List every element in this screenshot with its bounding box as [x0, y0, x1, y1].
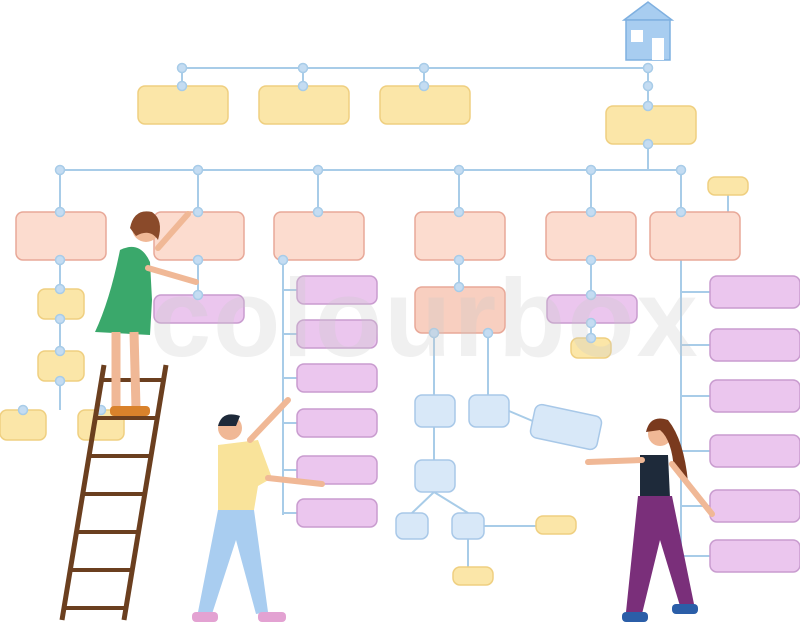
purple-page-box	[709, 489, 800, 523]
purple-page-box	[296, 455, 378, 485]
person-arm	[669, 461, 715, 517]
person-dress	[95, 246, 152, 335]
connector-node	[192, 164, 204, 176]
yellow-page-box	[707, 176, 749, 196]
yellow-page-box	[452, 566, 494, 586]
connector-node	[585, 289, 597, 301]
connector-node	[54, 254, 66, 266]
connector-node	[675, 164, 687, 176]
blue-page-box	[414, 394, 456, 428]
person-shoes	[192, 612, 218, 622]
person-arm	[155, 211, 191, 251]
house-door	[652, 38, 664, 60]
person-top	[640, 455, 670, 498]
person-arm	[247, 397, 291, 443]
yellow-page-box	[605, 105, 697, 145]
connector-node	[482, 327, 494, 339]
purple-page-box	[296, 408, 378, 438]
connector-node	[453, 254, 465, 266]
blue-page-box	[468, 394, 510, 428]
connector-node	[453, 281, 465, 293]
connector-node	[297, 62, 309, 74]
ladder-rail	[121, 364, 169, 621]
yellow-page-box	[137, 85, 229, 125]
peach-page-box	[414, 286, 506, 334]
connector-node	[277, 254, 289, 266]
connector-node	[585, 164, 597, 176]
connector-node	[585, 206, 597, 218]
person-arm	[585, 457, 645, 465]
connector-node	[176, 62, 188, 74]
peach-page-box	[414, 211, 506, 261]
connector-node	[54, 206, 66, 218]
house-window	[631, 30, 643, 42]
purple-page-box	[709, 275, 800, 309]
connector-node	[192, 289, 204, 301]
person-arm	[145, 265, 199, 285]
purple-page-box	[296, 363, 378, 393]
connector-line	[411, 491, 435, 514]
connector-node	[312, 164, 324, 176]
connector-node	[453, 206, 465, 218]
connector-node	[675, 206, 687, 218]
connector-node	[176, 80, 188, 92]
connector-node	[54, 375, 66, 387]
blue-page-box	[451, 512, 485, 540]
peach-page-box	[273, 211, 365, 261]
peach-page-box	[15, 211, 107, 261]
connector-node	[297, 80, 309, 92]
connector-node	[585, 317, 597, 329]
person-shoes	[622, 612, 648, 622]
purple-page-box	[709, 539, 800, 573]
yellow-page-box	[535, 515, 577, 535]
connector-node	[192, 206, 204, 218]
person-leg	[129, 331, 141, 409]
peach-page-box	[545, 211, 637, 261]
person-hair	[130, 211, 160, 240]
connector-node	[418, 80, 430, 92]
connector-node	[585, 332, 597, 344]
connector-line	[433, 491, 469, 514]
purple-page-box	[709, 434, 800, 468]
connector-node	[54, 345, 66, 357]
person-trousers	[626, 496, 694, 614]
purple-page-box	[296, 498, 378, 528]
connector-node	[54, 313, 66, 325]
person-shirt	[218, 440, 272, 512]
yellow-page-box	[258, 85, 350, 125]
peach-page-box	[649, 211, 741, 261]
person-shoes	[110, 406, 150, 416]
person-arm	[265, 475, 325, 487]
connector-node	[312, 206, 324, 218]
person-hair	[218, 414, 240, 426]
connector-node	[642, 138, 654, 150]
blue-page-box	[529, 403, 603, 451]
yellow-page-box	[379, 85, 471, 125]
connector-node	[585, 254, 597, 266]
connector-node	[418, 62, 430, 74]
connector-node	[54, 283, 66, 295]
purple-page-box	[709, 379, 800, 413]
connector-node	[54, 164, 66, 176]
blue-page-box	[414, 459, 456, 493]
connector-node	[17, 404, 29, 416]
person-jeans	[198, 510, 268, 614]
connector-line	[508, 410, 536, 423]
connector-node	[192, 254, 204, 266]
connector-node	[642, 80, 654, 92]
connector-node	[428, 327, 440, 339]
person-shoes	[672, 604, 698, 614]
house-roof-icon	[621, 1, 675, 21]
connector-node	[642, 100, 654, 112]
connector-node	[642, 62, 654, 74]
purple-page-box	[296, 319, 378, 349]
purple-page-box	[709, 328, 800, 362]
purple-page-box	[296, 275, 378, 305]
blue-page-box	[395, 512, 429, 540]
person-shoes	[258, 612, 286, 622]
connector-node	[453, 164, 465, 176]
